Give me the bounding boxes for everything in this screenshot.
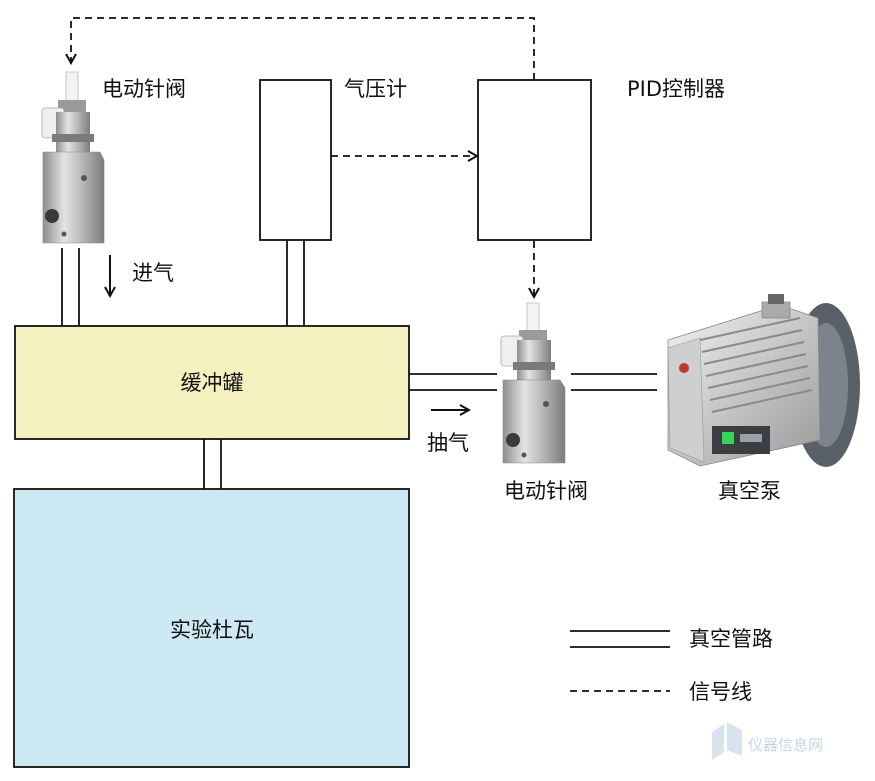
vacuum-pipes: [61, 240, 657, 489]
signal-pid-to-top-valve: [71, 17, 535, 80]
needle-valve-bottom-image: [500, 302, 566, 464]
legend-signal-label: 信号线: [689, 680, 752, 704]
buffer-tank: [14, 325, 410, 440]
pid-controller-box: [477, 79, 592, 241]
watermark-logo-icon: [712, 722, 742, 760]
flow-arrows: [110, 255, 468, 410]
label-dewar: 实验杜瓦: [170, 618, 254, 642]
signal-lines: [71, 17, 535, 296]
watermark-text: 仪器信息网: [748, 736, 823, 754]
legend-vacuum-label: 真空管路: [689, 627, 773, 651]
label-pump: 真空泵: [718, 479, 781, 503]
needle-valve-top-image: [41, 71, 105, 244]
label-inflow: 进气: [132, 261, 174, 285]
label-valve-bottom: 电动针阀: [504, 479, 588, 503]
vacuum-pump-image: [667, 294, 860, 467]
watermark: 仪器信息网: [712, 722, 823, 760]
label-buffer-tank: 缓冲罐: [181, 371, 244, 395]
label-outflow: 抽气: [427, 431, 469, 455]
experiment-dewar: [13, 488, 410, 768]
label-pid: PID控制器: [627, 77, 725, 101]
gauge-box: [259, 79, 332, 241]
legend: 真空管路 信号线: [570, 627, 773, 704]
label-valve-top: 电动针阀: [102, 77, 186, 101]
label-gauge: 气压计: [344, 77, 407, 101]
